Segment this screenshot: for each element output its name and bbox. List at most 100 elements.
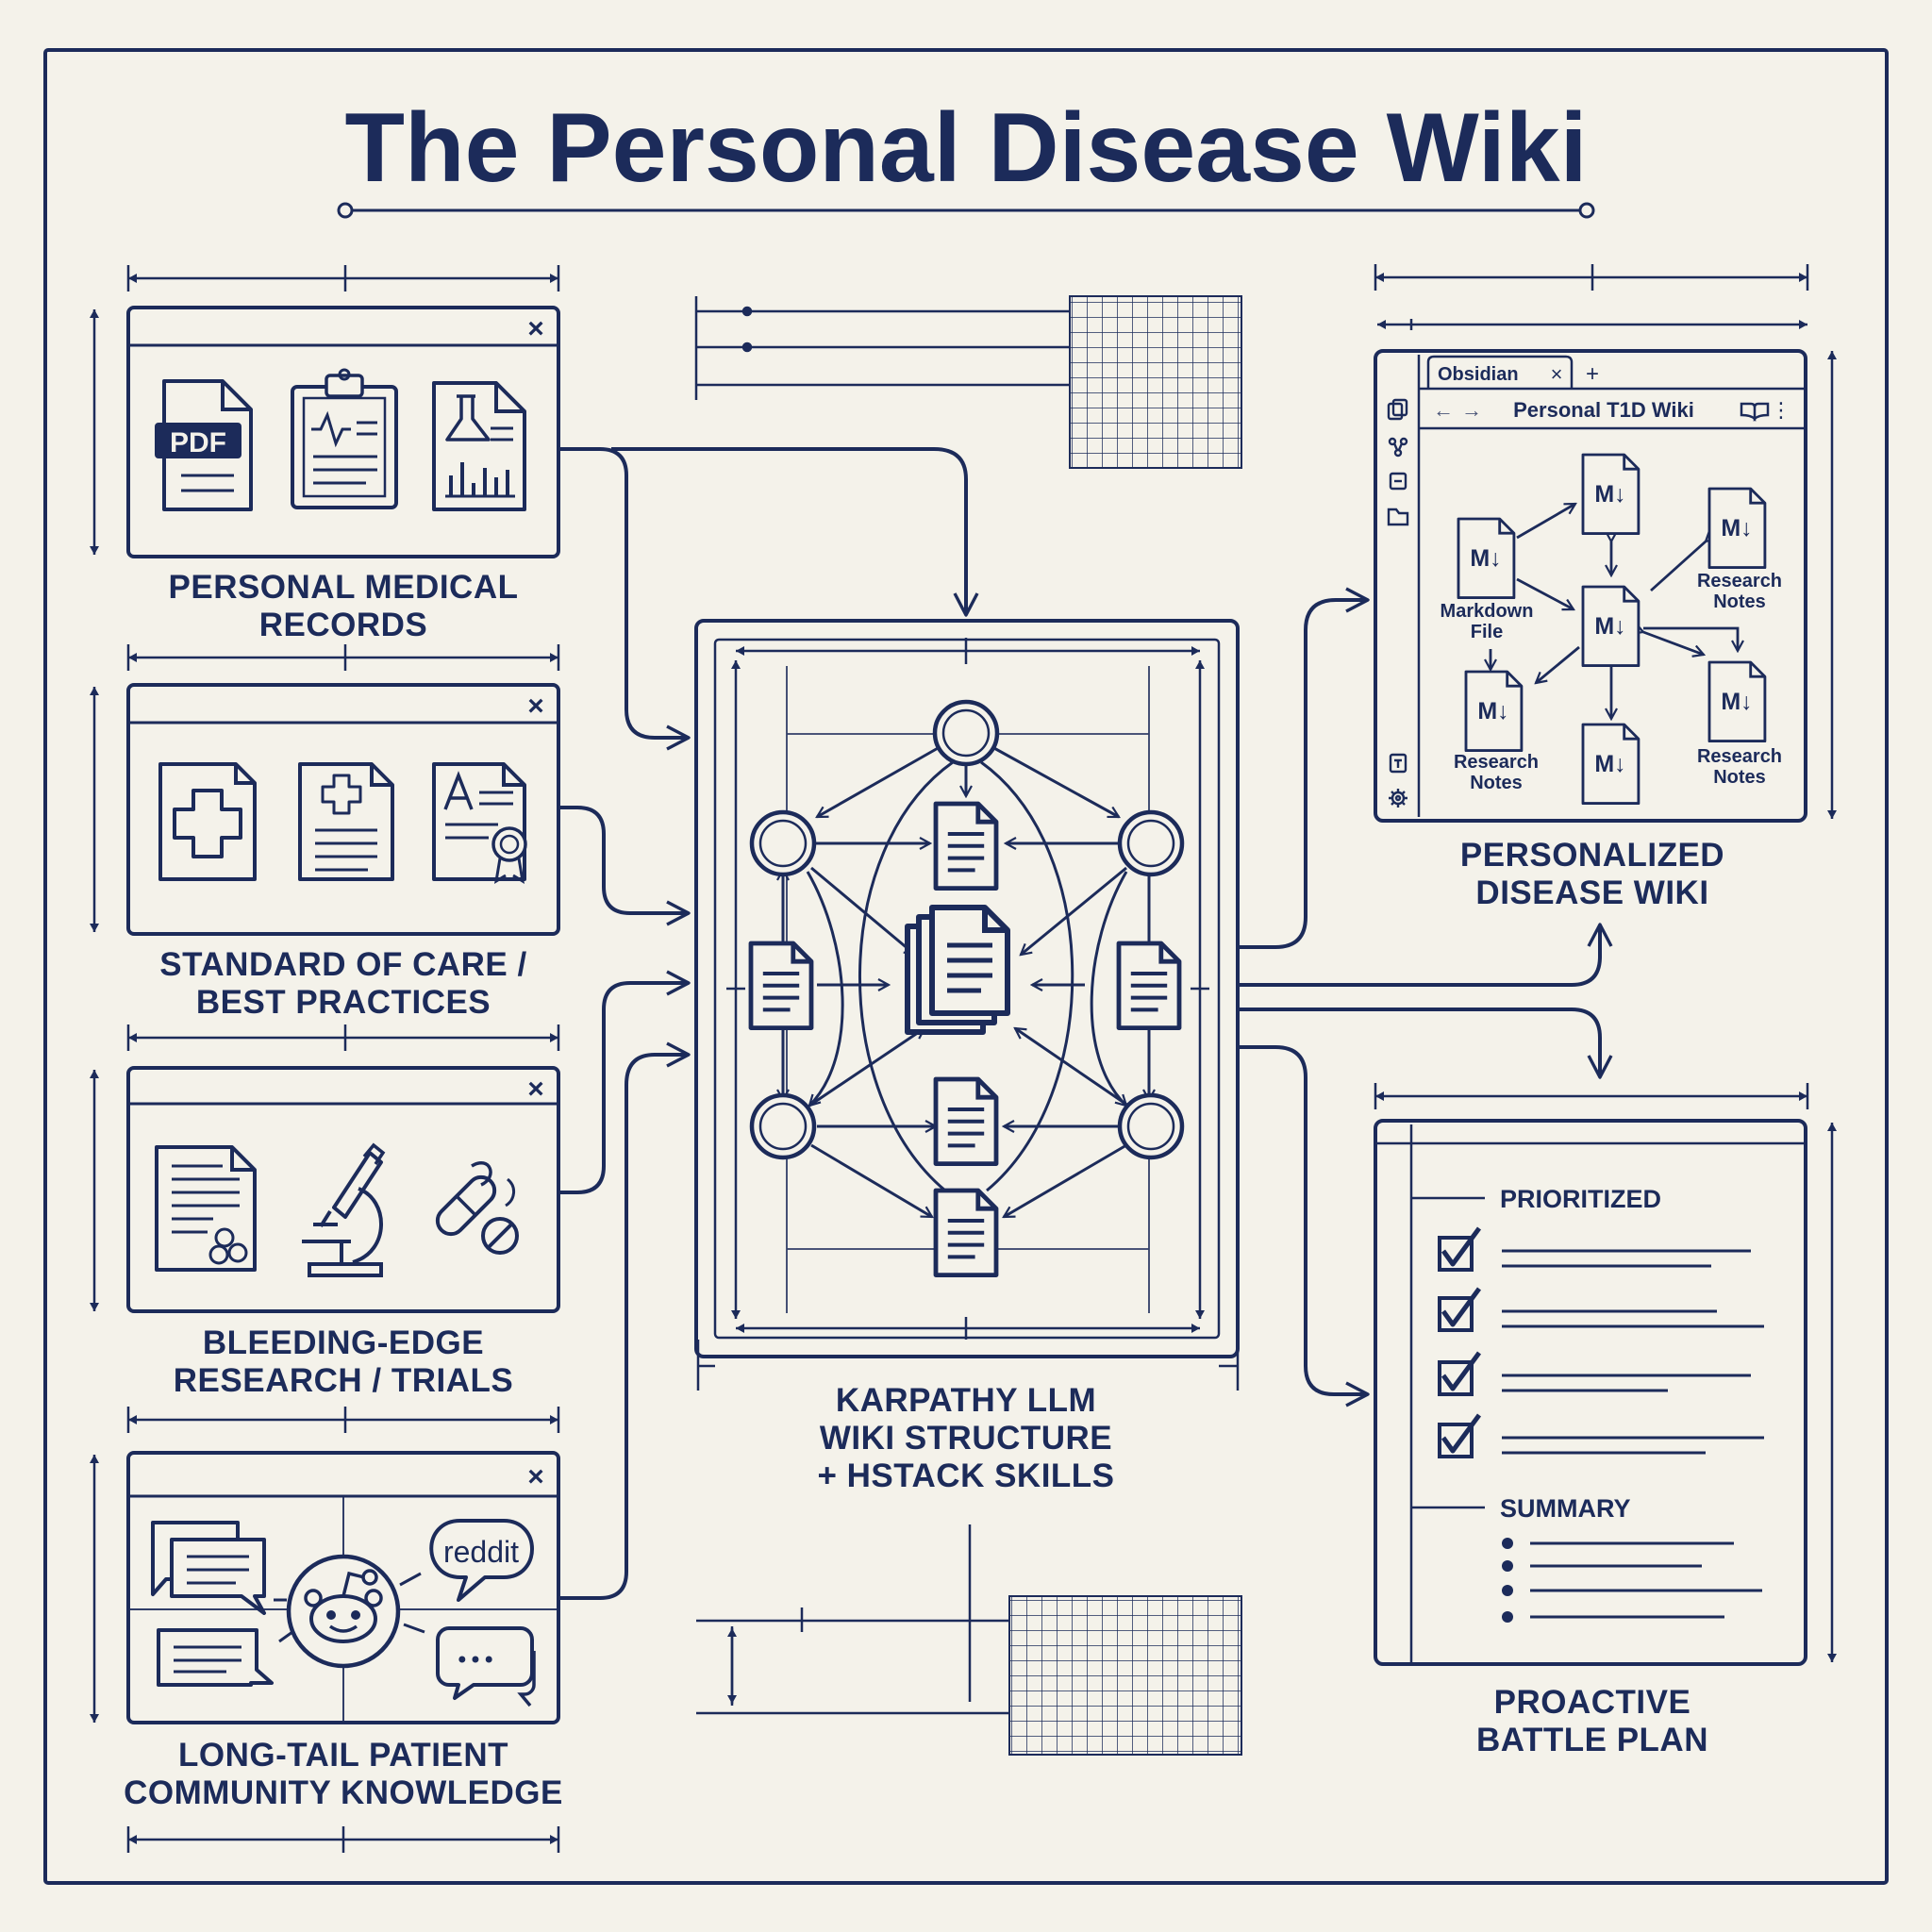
source-panel-research-trials: × BLEEDING-EDGE RESEARCH / TR [90, 1024, 560, 1399]
title-underline-left-cap [337, 202, 354, 219]
wiki-page-icon [936, 1079, 996, 1164]
checklist-item[interactable] [1438, 1226, 1751, 1272]
node-label-research-notes: Notes [1470, 773, 1523, 793]
settings-gear-icon[interactable] [1389, 789, 1407, 808]
tab-close-icon[interactable]: × [1551, 362, 1563, 386]
source-panel-medical-records: × PDF PERSONAL MEDICAL RECORD [90, 265, 560, 643]
obsidian-tab[interactable]: Obsidian [1438, 364, 1519, 385]
node-label-markdown-file: Markdown [1441, 601, 1534, 622]
wiki-page-stack-icon [908, 908, 1008, 1032]
ellipsis-chat-icon: ••• [436, 1626, 536, 1707]
source-caption-line2: COMMUNITY KNOWLEDGE [124, 1774, 563, 1811]
node-label-markdown-file: File [1471, 622, 1503, 642]
source-caption-line1: BLEEDING-EDGE [203, 1324, 484, 1361]
plan-caption-line2: BATTLE PLAN [1476, 1722, 1708, 1758]
wiki-caption-line1: PERSONALIZED [1460, 837, 1724, 874]
reddit-mascot-icon [274, 1554, 425, 1669]
engine-caption-line3: + HSTACK SKILLS [817, 1457, 1114, 1494]
summary-bullets [1502, 1538, 1762, 1623]
output-connectors [1238, 587, 1613, 1407]
close-icon[interactable]: × [527, 1461, 544, 1492]
markdown-file-icon: M↓ [1457, 517, 1516, 600]
node-label-research-notes: Notes [1713, 767, 1766, 788]
medical-cross-icon [158, 762, 257, 881]
engine-caption-line1: KARPATHY LLM [836, 1382, 1096, 1419]
blueprint-marks-top [694, 295, 1242, 469]
checklist-item[interactable] [1438, 1351, 1751, 1396]
template-icon[interactable] [1389, 753, 1407, 774]
svg-text:M↓: M↓ [1594, 751, 1625, 777]
wiki-page-icon [1119, 943, 1179, 1028]
page-title: The Personal Disease Wiki [345, 93, 1588, 203]
wiki-engine-blueprint: KARPATHY LLM WIKI STRUCTURE + HSTACK SKI… [694, 619, 1240, 1494]
source-caption-line2: RECORDS [259, 607, 428, 643]
node-label-research-notes: Research [1697, 746, 1782, 767]
wiki-page-icon [751, 943, 811, 1028]
plan-caption-line1: PROACTIVE [1494, 1684, 1691, 1721]
chat-bubble-icon [157, 1628, 274, 1687]
close-icon[interactable]: × [527, 1074, 544, 1105]
wiki-page-title: Personal T1D Wiki [1513, 398, 1694, 422]
battle-plan-document: PRIORITIZED SUMMARY [1374, 1083, 1837, 1758]
node-label-research-notes: Notes [1713, 591, 1766, 612]
lab-report-icon [432, 381, 526, 511]
svg-text:PDF: PDF [170, 427, 226, 458]
obsidian-window: Obsidian × + ← → Personal T1D Wiki ⋮ [1374, 264, 1837, 911]
chat-bubbles-icon [151, 1521, 266, 1615]
markdown-file-icon: M↓ [1581, 723, 1641, 806]
more-options-icon[interactable]: ⋮ [1771, 398, 1791, 422]
svg-text:M↓: M↓ [1721, 689, 1752, 715]
markdown-file-icon: M↓ [1581, 453, 1641, 536]
svg-text:M↓: M↓ [1594, 481, 1625, 508]
wiki-page-icon [936, 804, 996, 889]
section-heading-prioritized: PRIORITIZED [1500, 1185, 1661, 1213]
source-panel-standard-of-care: × STANDARD OF CARE / BEST PRACTICES [90, 644, 560, 1021]
input-connectors [558, 447, 979, 1600]
markdown-file-icon: M↓ [1464, 670, 1524, 753]
close-icon[interactable]: × [527, 313, 544, 344]
engine-caption-line2: WIKI STRUCTURE [820, 1420, 1112, 1457]
pill-capsule-icon [435, 1161, 519, 1255]
markdown-file-icon: M↓ [1707, 660, 1767, 743]
node-label-research-notes: Research [1454, 752, 1539, 773]
source-caption-line1: PERSONAL MEDICAL [169, 569, 519, 606]
svg-text:M↓: M↓ [1470, 545, 1501, 572]
source-caption-line2: RESEARCH / TRIALS [174, 1362, 513, 1399]
section-heading-summary: SUMMARY [1500, 1494, 1631, 1523]
back-arrow-icon[interactable]: ← [1433, 398, 1454, 422]
certificate-icon [432, 762, 527, 884]
reddit-speech-bubble: reddit [429, 1519, 534, 1602]
close-icon[interactable]: × [527, 691, 544, 722]
source-caption-line2: BEST PRACTICES [196, 984, 491, 1021]
blueprint-marks-bottom [696, 1524, 1242, 1756]
outer-frame [43, 48, 1889, 1885]
svg-text:M↓: M↓ [1594, 613, 1625, 640]
markdown-file-icon: M↓ [1581, 585, 1641, 668]
svg-text:reddit: reddit [443, 1535, 519, 1569]
files-icon[interactable] [1387, 398, 1408, 421]
graph-icon[interactable] [1388, 437, 1408, 458]
checklist-item[interactable] [1438, 1413, 1764, 1458]
markdown-file-icon: M↓ [1707, 487, 1767, 570]
svg-text:M↓: M↓ [1721, 515, 1752, 541]
research-paper-icon [155, 1145, 257, 1272]
new-tab-icon[interactable]: + [1586, 361, 1599, 387]
forward-arrow-icon[interactable]: → [1461, 398, 1482, 422]
reading-view-icon[interactable] [1740, 402, 1770, 423]
wiki-caption-line2: DISEASE WIKI [1475, 874, 1708, 911]
clipboard-icon [291, 368, 398, 509]
title-underline-right-cap [1578, 202, 1595, 219]
folder-icon[interactable] [1387, 508, 1409, 526]
checklist-item[interactable] [1438, 1287, 1764, 1332]
svg-text:•••: ••• [456, 1647, 495, 1674]
source-panel-patient-community: × reddit ••• [90, 1407, 563, 1853]
pdf-file-icon: PDF [155, 379, 253, 511]
canvas-icon[interactable] [1389, 472, 1407, 491]
microscope-icon [302, 1142, 386, 1277]
svg-text:M↓: M↓ [1477, 698, 1508, 724]
wiki-page-icon [936, 1191, 996, 1275]
source-caption-line1: LONG-TAIL PATIENT [178, 1737, 508, 1774]
node-label-research-notes: Research [1697, 571, 1782, 591]
source-caption-line1: STANDARD OF CARE / [159, 946, 526, 983]
